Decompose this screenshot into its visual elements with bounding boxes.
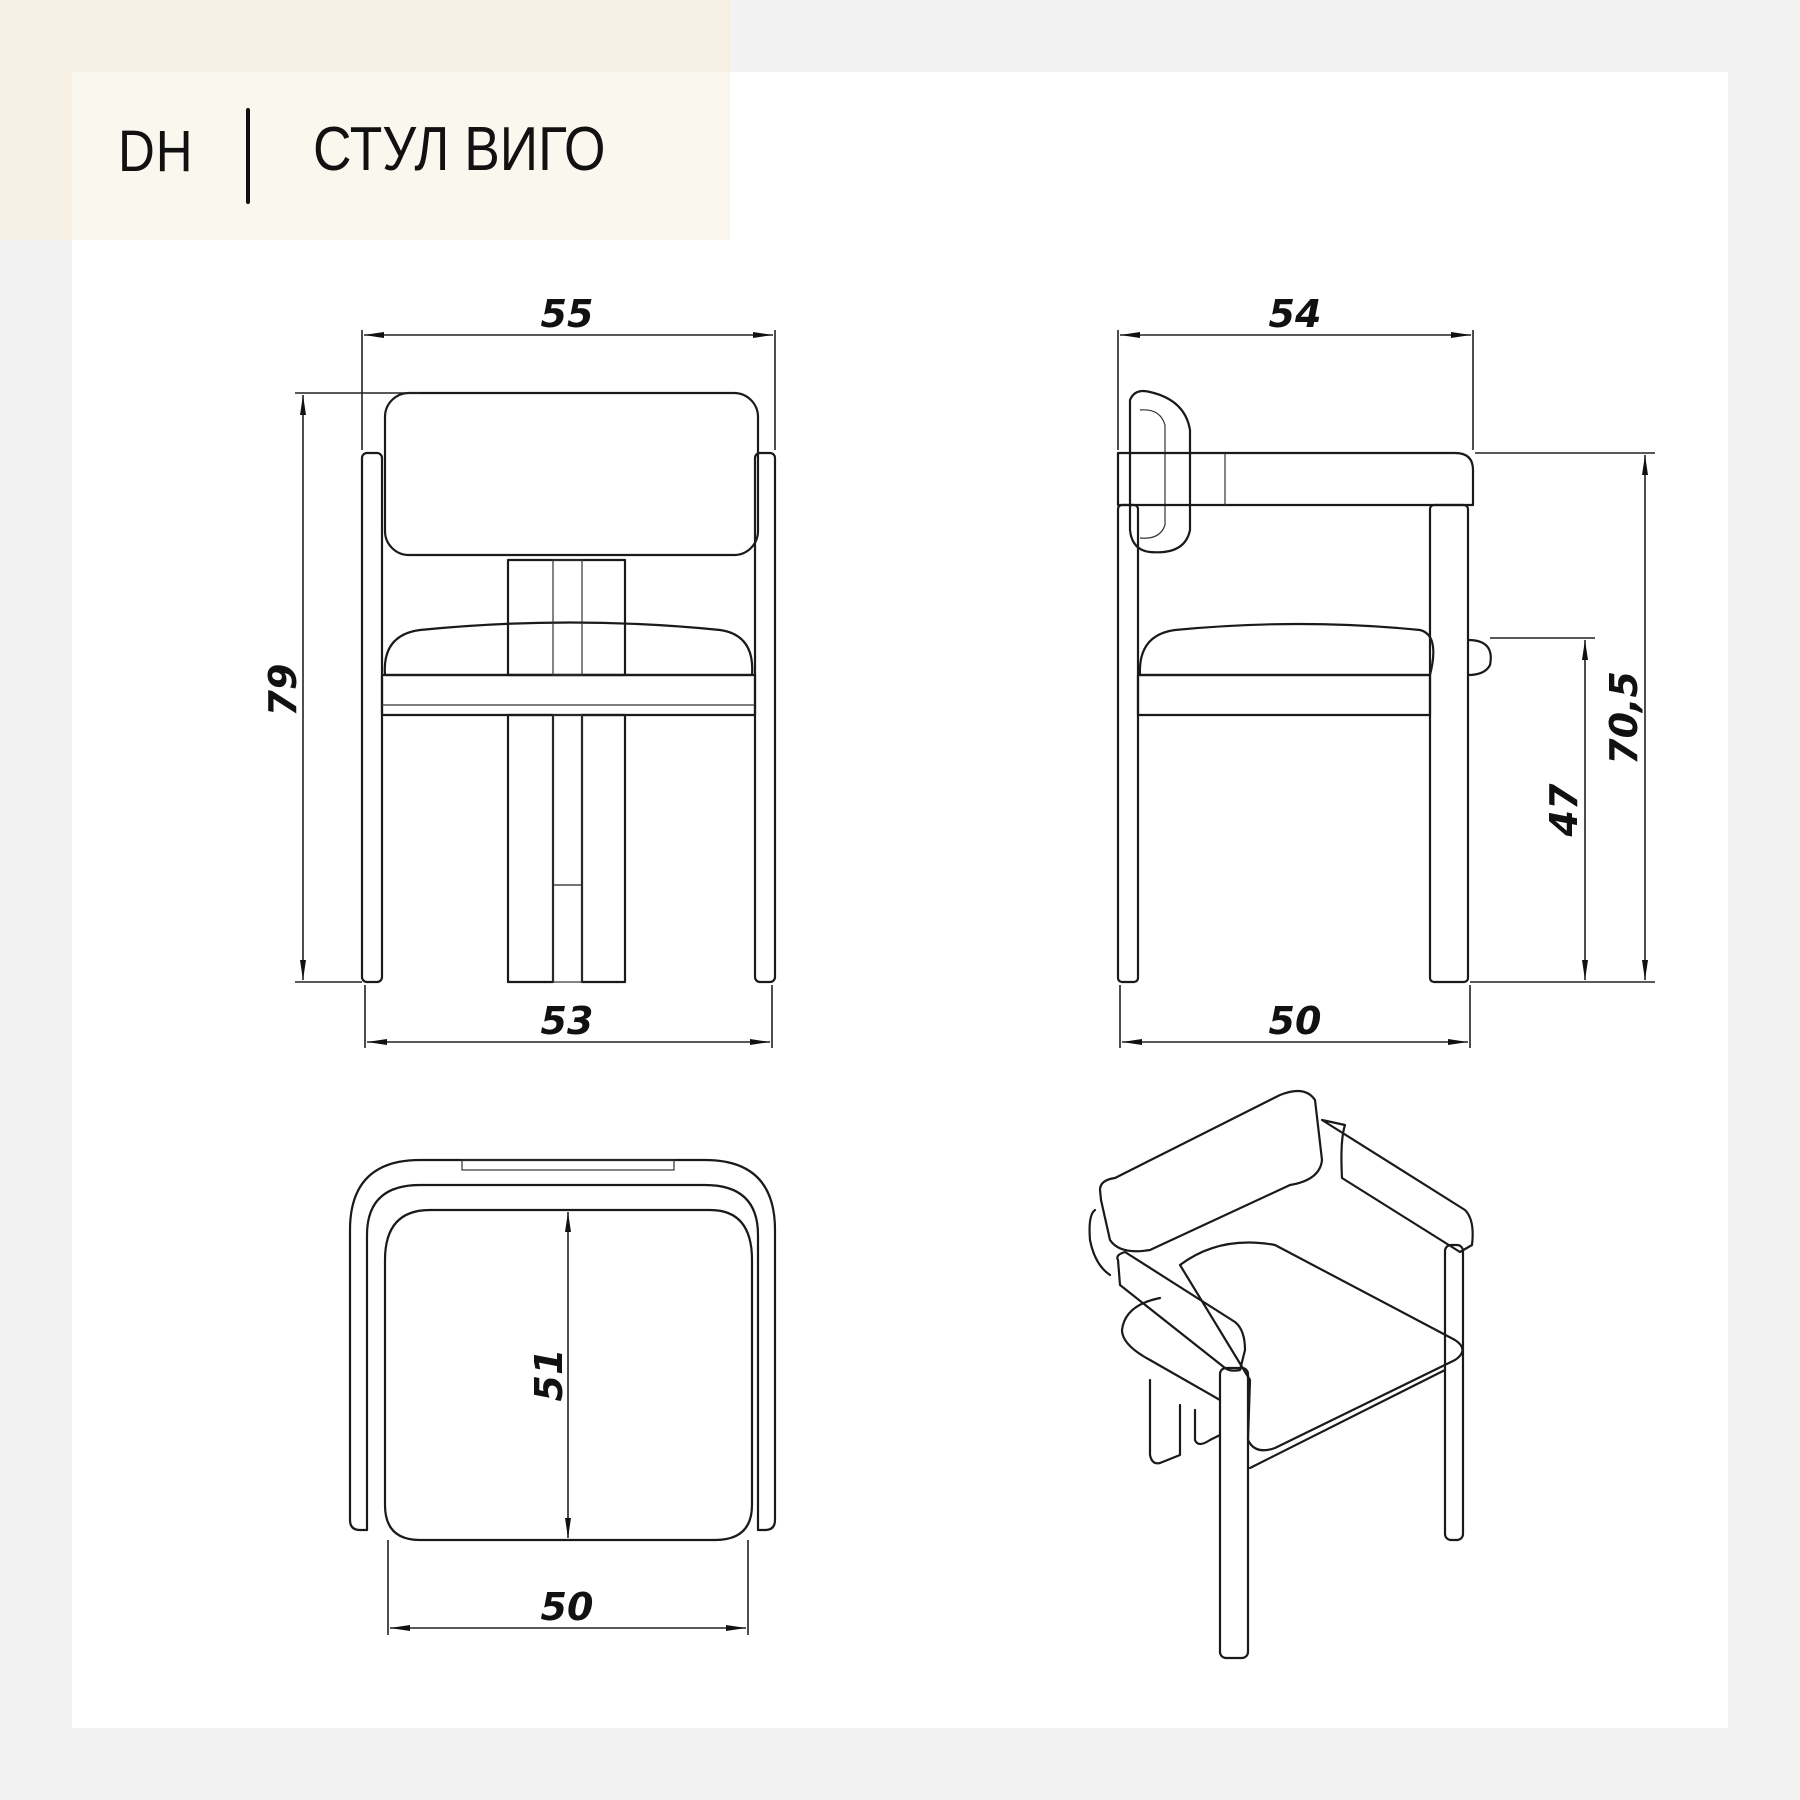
dim-side-depth-top: 54 bbox=[1269, 292, 1322, 336]
dim-front-width-bottom: 53 bbox=[541, 999, 594, 1043]
right-arm-post bbox=[753, 451, 777, 984]
pedestal-right bbox=[580, 713, 627, 984]
dim-seat-width: 50 bbox=[541, 1585, 594, 1629]
seat-cushion-side bbox=[1138, 622, 1435, 677]
dim-seat-height: 47 bbox=[1542, 783, 1586, 837]
left-arm-post bbox=[360, 451, 384, 984]
pedestal-left bbox=[506, 713, 555, 984]
back-support bbox=[506, 558, 627, 677]
brand-logo: DH bbox=[118, 119, 194, 184]
armrest bbox=[1116, 451, 1475, 507]
dim-seat-depth: 51 bbox=[527, 1349, 571, 1402]
iso-right-leg bbox=[1443, 1243, 1465, 1542]
title-header bbox=[72, 72, 730, 240]
iso-backrest bbox=[1098, 1089, 1324, 1253]
side-view: 54 70,5 47 50 bbox=[1116, 292, 1655, 1048]
dim-armrest-height: 70,5 bbox=[1602, 671, 1646, 765]
back-leg bbox=[1116, 503, 1140, 984]
front-view: 55 79 53 bbox=[261, 292, 777, 1048]
backrest bbox=[383, 391, 760, 557]
seat-frame-side bbox=[1136, 673, 1432, 717]
dim-front-height: 79 bbox=[261, 664, 305, 717]
top-view: 51 50 bbox=[348, 1158, 777, 1635]
iso-front-leg bbox=[1218, 1366, 1250, 1660]
iso-left-armrest bbox=[1116, 1250, 1247, 1372]
iso-seat bbox=[1178, 1241, 1464, 1452]
iso-front-cushion bbox=[1120, 1296, 1222, 1402]
product-title: СТУЛ ВИГО bbox=[313, 115, 606, 184]
iso-right-armrest bbox=[1320, 1118, 1474, 1254]
armrest-frame-top bbox=[348, 1158, 777, 1532]
front-leg bbox=[1428, 503, 1470, 984]
seat-top bbox=[383, 1208, 754, 1542]
drawing-panel bbox=[72, 72, 1728, 1728]
dim-front-width-top: 55 bbox=[541, 292, 594, 336]
dim-side-depth-bottom: 50 bbox=[1269, 999, 1322, 1043]
seat-frame bbox=[380, 673, 757, 717]
header-divider bbox=[246, 108, 250, 204]
seat-cushion bbox=[383, 621, 754, 677]
isometric-view bbox=[1088, 1089, 1474, 1660]
